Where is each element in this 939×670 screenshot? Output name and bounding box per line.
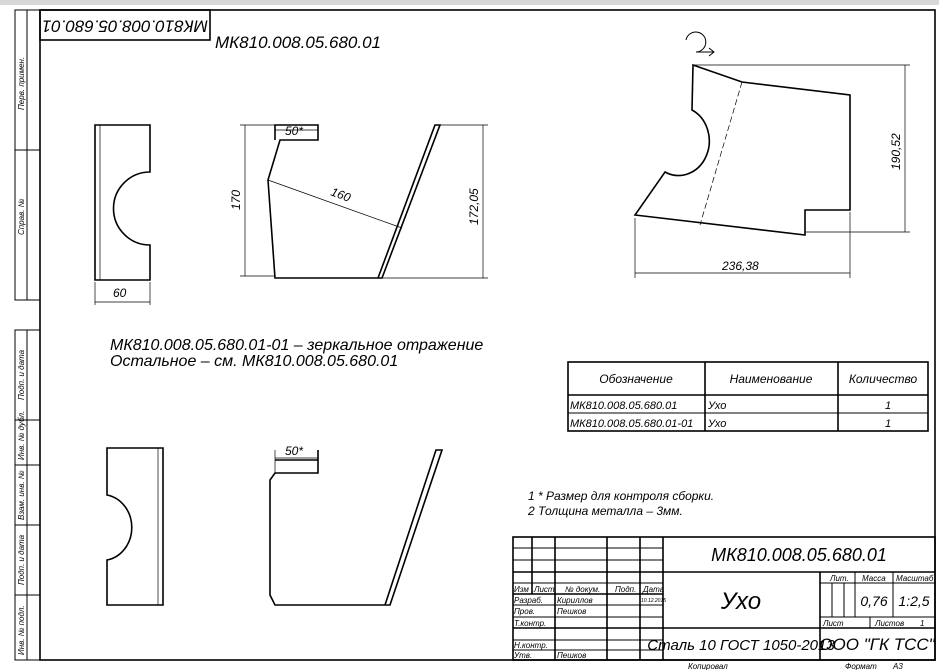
side-view-bottom [106,447,164,606]
spec-table: Обозначение Наименование Количество МК81… [567,361,929,432]
format-value: А3 [892,662,903,670]
front-view-top: 50* 170 160 172,05 [229,124,488,279]
tb-mass-label: Масса [862,574,886,583]
table-cell: МК810.008.05.680.01 [570,400,677,412]
table-cell: 1 [885,418,891,430]
table-header: Обозначение [599,372,673,386]
tb-role: Разраб. [514,596,543,605]
tb-lit-label: Лит. [829,574,849,583]
strip-label: Справ. № [17,198,26,235]
tb-role: Т.контр. [514,619,546,628]
tb-date: 10.12.2015 [641,598,666,604]
tb-sheets-label: Листов [874,619,904,628]
table-header: Наименование [730,372,813,386]
dim-190: 190,52 [889,133,903,170]
tb-person: Кириллов [557,596,593,605]
tb-label: Лист [533,585,555,594]
tech-note: 1 * Размер для контроля сборки. [528,489,714,503]
tb-scale: 1:2,5 [898,593,929,609]
tb-name: Ухо [720,588,761,615]
tb-role: Утв. [513,651,532,660]
tb-mass: 0,76 [860,593,887,609]
table-header: Количество [849,372,918,386]
tb-person: Пешков [557,607,586,616]
tb-designation: МК810.008.05.680.01 [711,545,887,565]
tb-role: Пров. [514,607,535,616]
rest-note: Остальное – см. МК810.008.05.680.01 [110,353,398,370]
dim-60: 60 [113,286,127,300]
tb-sheet-label: Лист [822,619,844,628]
dim-172: 172,05 [467,188,481,225]
strip-label: Инв. № подл. [17,605,26,655]
strip-label: Перв. примен. [17,57,26,110]
dim-160: 160 [329,185,353,205]
format-label: Формат [845,662,877,670]
strip-label: Подп. и дата [17,534,26,585]
table-cell: Ухо [707,418,726,430]
strip-label: Взам. инв. № [17,470,26,520]
window-edge [0,0,939,5]
tb-label: № докум. [565,585,600,594]
mirrored-designation: МК810.008.05.680.01 [42,17,208,36]
table-cell: МК810.008.05.680.01-01 [570,418,693,430]
dim-236: 236,38 [721,259,759,273]
mirror-note: МК810.008.05.680.01-01 – зеркальное отра… [110,337,483,354]
table-cell: Ухо [707,400,726,412]
copied-label: Копировал [688,662,728,670]
front-view-bottom: 50* [269,444,444,606]
tech-note: 2 Толщина металла – 3мм. [527,504,683,518]
tb-label: Изм [514,585,529,594]
designation-label: МК810.008.05.680.01 [215,33,381,52]
dim-50-top: 50* [285,124,303,138]
dim-50-bottom: 50* [285,444,303,458]
tb-sheets: 1 [920,619,924,628]
left-strip: Перв. примен. Справ. № Подп. и дата Инв.… [14,9,41,661]
tb-organization: ООО "ГК ТСС" [819,635,935,654]
side-view-top: 60 [94,124,151,305]
isometric-view: 190,52 236,38 [633,31,910,278]
tb-label: Подп. [615,585,636,594]
strip-label: Инв. № дубл. [17,411,26,460]
dim-170: 170 [229,190,243,210]
tb-label: Дата [642,585,665,594]
tb-scale-label: Масштаб [896,574,934,583]
mirrored-designation-box [39,9,211,41]
tb-role: Н.контр. [514,641,548,650]
tb-material: Сталь 10 ГОСТ 1050-2013 [647,637,835,654]
title-block: Изм Лист № докум. Подп. Дата Разраб. Кир… [512,536,936,661]
table-cell: 1 [885,400,891,412]
tb-person: Пешков [557,651,586,660]
rotated-view-icon [685,31,715,57]
strip-label: Подп. и дата [17,349,26,400]
